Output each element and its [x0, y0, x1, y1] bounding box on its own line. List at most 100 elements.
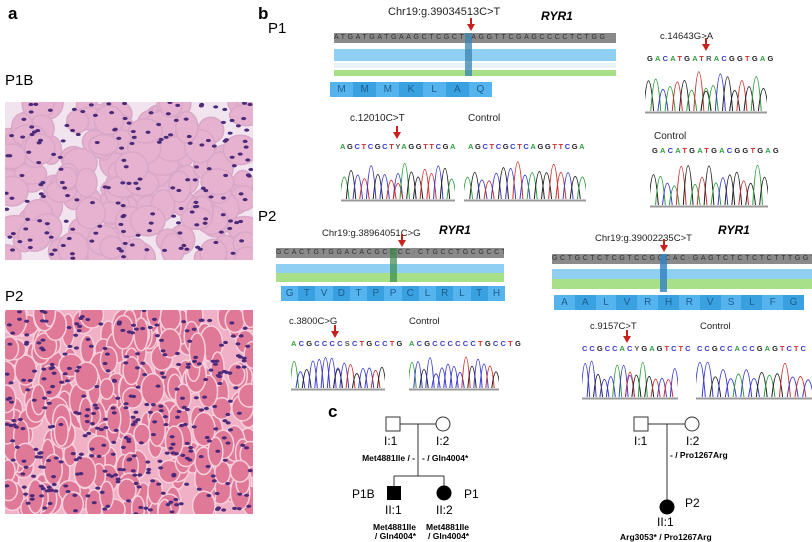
chromatogram-peak — [476, 179, 488, 200]
base: C — [382, 142, 390, 151]
nucleus — [215, 449, 221, 453]
nucleus — [46, 485, 52, 489]
base: A — [765, 146, 773, 155]
p2-chromatogram-a — [291, 357, 385, 391]
base: G — [502, 142, 511, 151]
nucleus — [150, 479, 156, 483]
base: C — [612, 344, 620, 353]
nucleus — [92, 113, 98, 117]
nucleus — [23, 342, 29, 346]
nucleus — [169, 435, 175, 439]
nucleus — [5, 422, 10, 426]
nucleus — [247, 102, 253, 107]
chromatogram-peak — [786, 376, 799, 398]
chromatogram-peak — [449, 366, 459, 389]
nucleus — [213, 240, 219, 245]
amino-acid: V — [623, 297, 631, 308]
nucleus — [171, 474, 177, 478]
nucleus — [157, 459, 163, 463]
base: T — [552, 142, 559, 151]
nucleus — [140, 326, 146, 331]
nucleus — [65, 194, 71, 198]
nucleus — [14, 445, 20, 449]
nucleus — [8, 381, 14, 385]
nucleus — [85, 494, 91, 498]
base: C — [500, 339, 509, 348]
chromatogram-peak — [644, 375, 655, 398]
muscle-fiber — [5, 336, 20, 362]
nucleus — [113, 473, 119, 477]
f1-son-patient: P1B — [352, 487, 375, 501]
nucleus — [102, 507, 108, 511]
base: C — [482, 142, 490, 151]
nucleus — [29, 125, 35, 129]
nucleus — [64, 123, 70, 128]
nucleus — [147, 508, 153, 512]
nucleus — [193, 396, 199, 400]
nucleus — [233, 386, 239, 390]
base: A — [734, 344, 742, 353]
base: G — [742, 146, 751, 155]
base: C — [367, 142, 375, 151]
chromatogram-peak — [714, 73, 726, 112]
nucleus — [21, 378, 27, 382]
amino-acid: R — [637, 295, 659, 310]
nucleus — [242, 139, 248, 143]
base: A — [450, 142, 458, 151]
nucleus — [35, 128, 41, 133]
nucleus — [38, 183, 44, 187]
nucleus — [46, 401, 52, 405]
f1-son-genotype-2: / Gln4004* — [374, 531, 416, 541]
nucleus — [214, 359, 220, 363]
nucleus — [171, 214, 177, 218]
amino-acid: L — [453, 286, 471, 301]
nucleus — [192, 359, 198, 363]
nucleus — [199, 318, 205, 322]
nucleus — [188, 446, 194, 450]
chromatogram-peak — [759, 177, 768, 206]
nucleus — [5, 397, 11, 401]
chromatogram-peak — [409, 362, 417, 389]
base: T — [389, 142, 396, 151]
nucleus — [10, 248, 16, 252]
nucleus — [206, 167, 212, 171]
nucleus — [123, 361, 129, 365]
nucleus — [247, 468, 253, 473]
nucleus — [80, 109, 86, 114]
base: G — [751, 54, 760, 63]
nucleus — [51, 152, 57, 157]
nucleus — [154, 323, 160, 327]
nucleus — [212, 404, 218, 409]
chromatogram-peak — [505, 167, 517, 200]
nucleus — [21, 485, 27, 489]
amino-acid: L — [422, 82, 446, 97]
nucleus — [123, 165, 129, 169]
nucleus — [195, 245, 201, 249]
nucleus — [174, 503, 180, 507]
nucleus — [5, 372, 10, 376]
nucleus — [47, 501, 53, 506]
nucleus — [133, 410, 139, 414]
muscle-fiber — [88, 134, 120, 156]
nucleus — [218, 230, 224, 234]
chromatogram-peak — [555, 172, 567, 200]
nucleus — [170, 442, 176, 446]
micrograph-p1b — [5, 102, 253, 260]
nucleus — [89, 454, 95, 458]
base: C — [786, 344, 794, 353]
base: C — [667, 146, 676, 155]
nucleus — [20, 135, 26, 139]
base: G — [656, 344, 665, 353]
nucleus — [120, 328, 126, 333]
chromatogram-peak — [464, 176, 474, 200]
nucleus — [164, 451, 170, 455]
nucleus — [196, 487, 202, 491]
nucleus — [16, 310, 22, 314]
f1-father-genotype: Met4881Ile / - — [362, 453, 415, 463]
p1-chromatogram-a — [341, 162, 455, 202]
chromatogram-peak — [372, 174, 384, 200]
f2-mother-genotype: - / Pro1267Arg — [670, 450, 728, 460]
nucleus — [242, 326, 248, 330]
nucleus — [186, 134, 192, 139]
